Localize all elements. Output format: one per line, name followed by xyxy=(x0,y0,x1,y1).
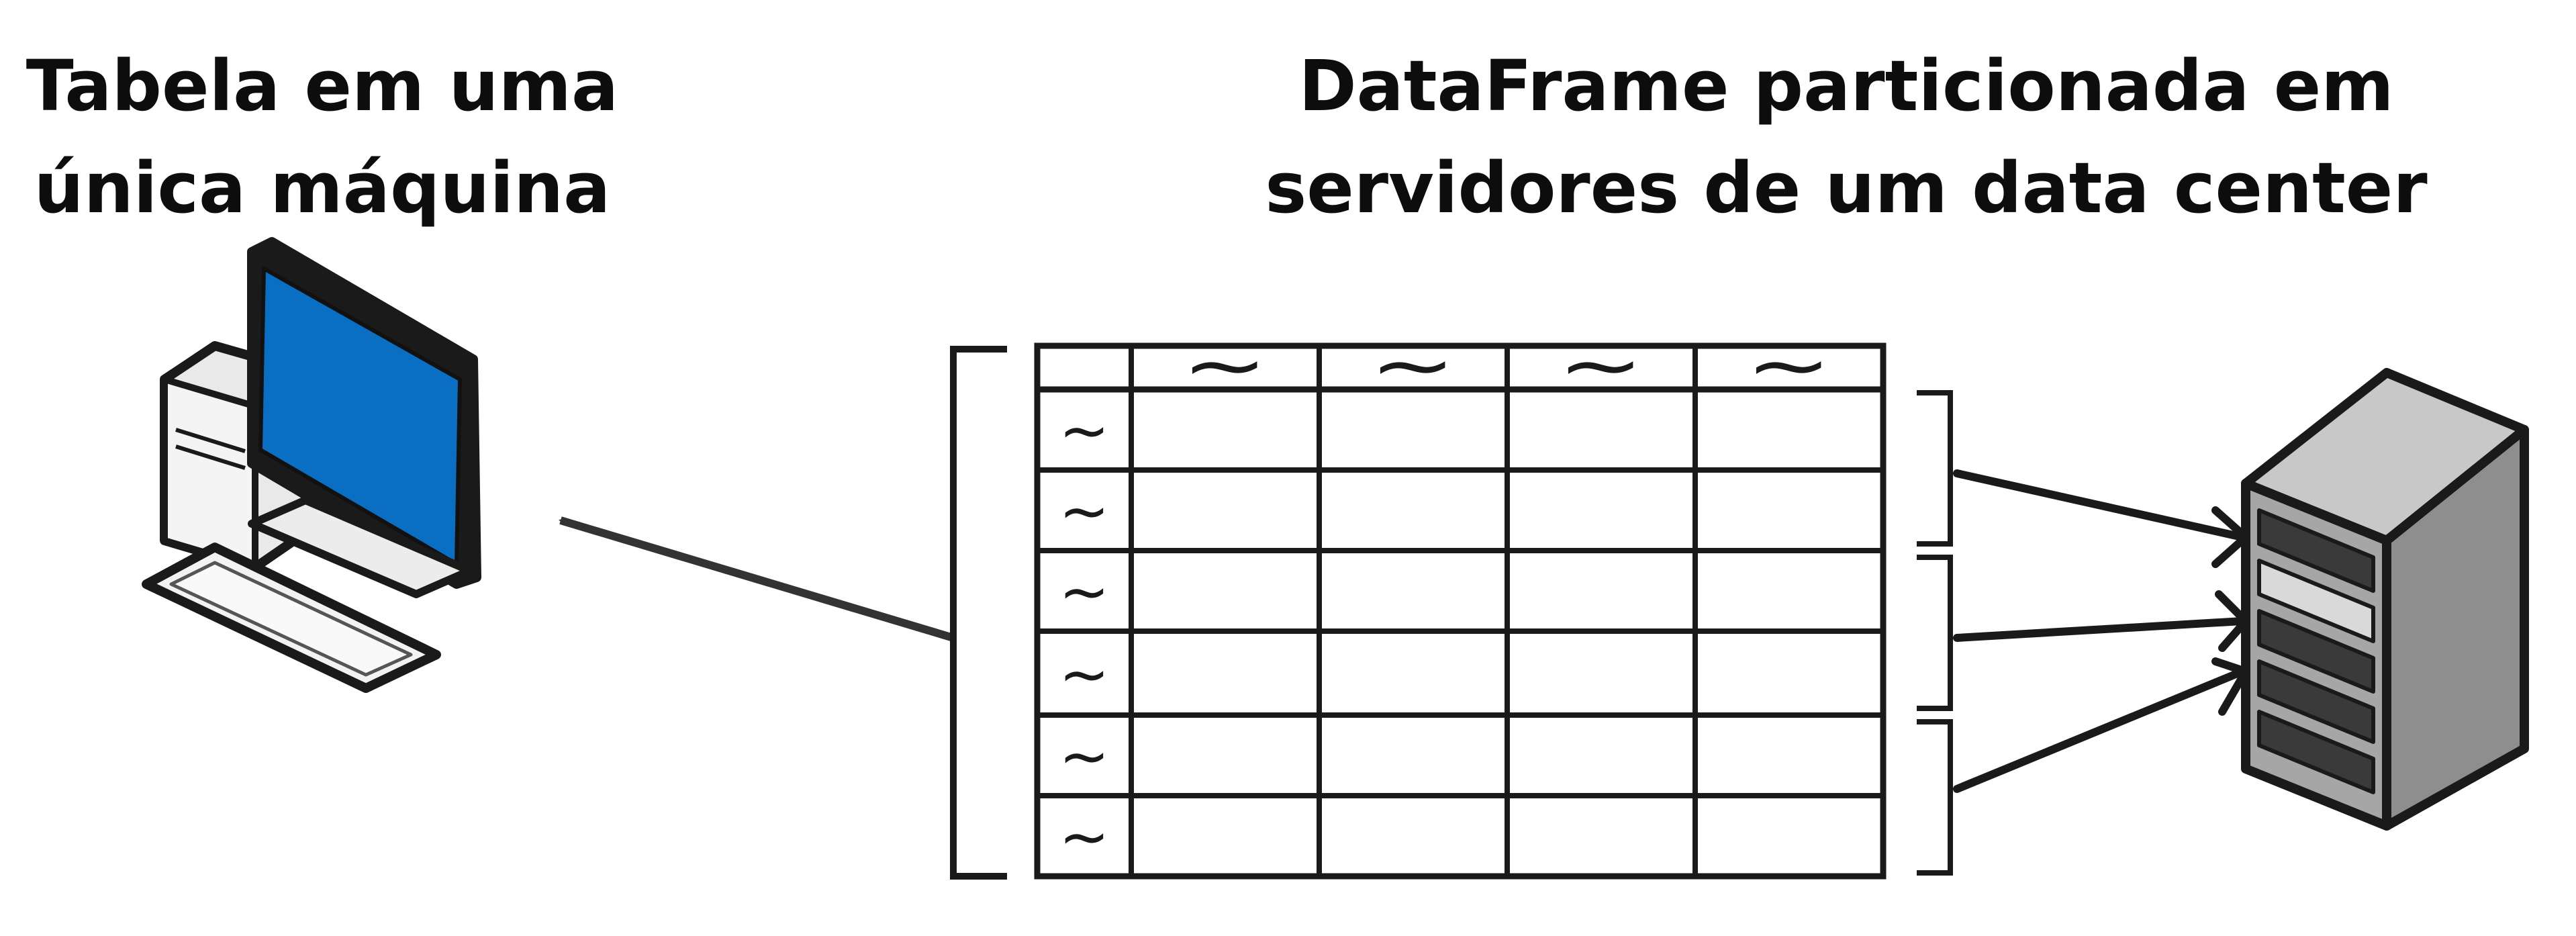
partition-brackets xyxy=(1917,390,1953,876)
partitioned-dataframe-title-line1: DataFrame particionada em xyxy=(1298,45,2394,127)
tower-slot-1 xyxy=(175,428,246,453)
collect-arrow xyxy=(559,516,955,642)
row-index-6: ~ xyxy=(1059,802,1109,872)
table-border xyxy=(1034,342,1887,880)
row-index-glyphs: ~ ~ ~ ~ ~ ~ xyxy=(1059,395,1109,872)
partition-arrows xyxy=(1953,469,2252,793)
single-machine-title-line2: única máquina xyxy=(34,147,611,229)
partition-bracket-3 xyxy=(1917,719,1953,876)
column-header-1: ~ xyxy=(1182,322,1268,408)
server-tower-icon xyxy=(2241,368,2529,831)
keyboard-keys xyxy=(169,561,413,677)
table-row-dividers xyxy=(1037,467,1883,798)
table-left-bracket xyxy=(950,346,1007,880)
computer-tower-front xyxy=(161,376,258,571)
row-index-2: ~ xyxy=(1059,476,1109,547)
partition-arrow-3 xyxy=(1953,667,2246,793)
column-header-glyphs: ~ ~ ~ ~ xyxy=(1182,322,1832,408)
single-machine-title: Tabela em uma única máquina xyxy=(0,35,645,239)
row-index-5: ~ xyxy=(1059,721,1109,792)
column-header-2: ~ xyxy=(1370,322,1456,408)
partition-arrow-1 xyxy=(1953,469,2246,541)
tower-slot-2 xyxy=(175,444,246,470)
server-drive-bays xyxy=(2257,508,2375,794)
row-index-3: ~ xyxy=(1059,557,1109,627)
column-header-3: ~ xyxy=(1558,322,1644,408)
partitioned-table xyxy=(950,342,1887,880)
single-machine-title-line1: Tabela em uma xyxy=(26,45,619,127)
partition-bracket-2 xyxy=(1917,555,1953,711)
desktop-computer-icon xyxy=(142,237,481,693)
partitioned-dataframe-title-line2: servidores de um data center xyxy=(1265,147,2428,229)
monitor-base xyxy=(248,496,474,598)
row-index-1: ~ xyxy=(1059,395,1109,466)
table-column-dividers xyxy=(1129,346,1698,876)
partitioned-dataframe-title: DataFrame particionada em servidores de … xyxy=(1242,35,2450,239)
column-header-4: ~ xyxy=(1746,322,1832,408)
row-index-4: ~ xyxy=(1059,639,1109,710)
partition-arrow-2 xyxy=(1953,617,2246,642)
partition-bracket-1 xyxy=(1917,390,1953,547)
